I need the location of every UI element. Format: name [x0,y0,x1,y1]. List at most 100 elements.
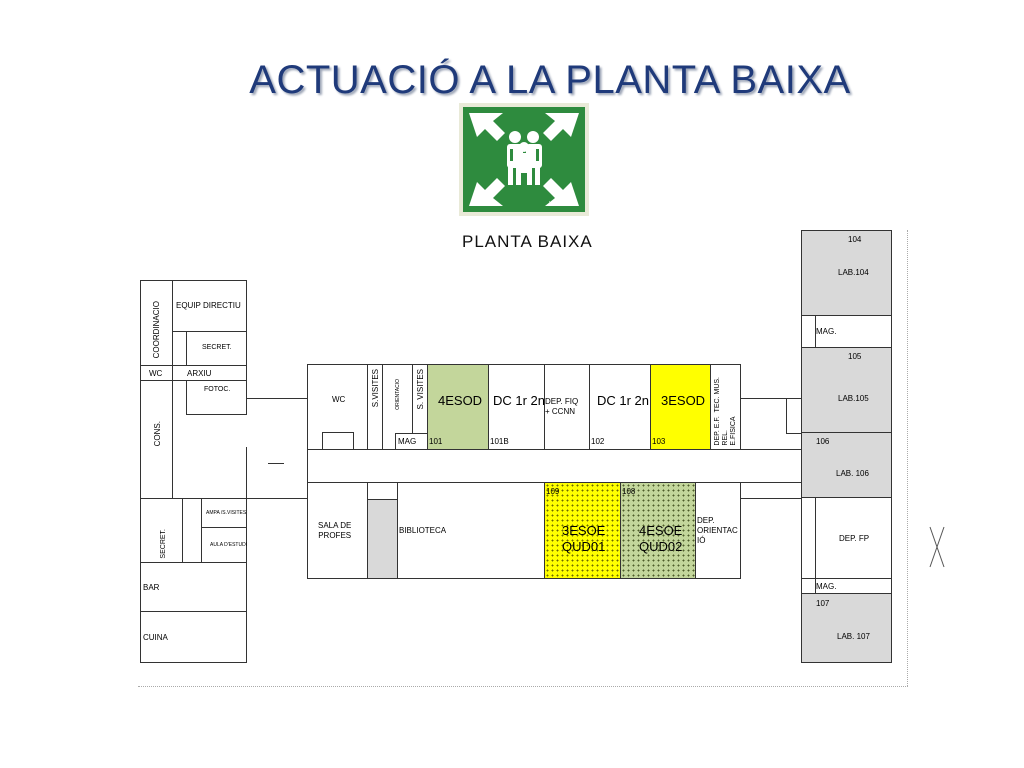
room-lab106: 106 LAB. 106 [801,432,892,498]
room-101-number: 101 [429,437,443,446]
room-dc-1: DC 1r 2n 101B [488,364,545,450]
room-lab105-label: LAB.105 [838,394,869,403]
room-102-number: 102 [591,437,605,446]
room-coordinacio-label: COORDINACIO [152,301,161,359]
room-cons-label: CONS. [153,421,162,447]
door-mark [268,463,284,464]
mag2-wall [815,578,816,594]
room-lab107: 107 LAB. 107 [801,593,892,663]
room-bar-label: BAR [143,583,160,592]
room-ampa: AMPA /S.VISITES [201,498,247,528]
central-corridor [307,449,801,483]
depfp-wall [815,497,816,579]
room-ampa-label: AMPA /S.VISITES [206,510,247,516]
room-wc-center-label: WC [332,395,346,404]
room-biblioteca: BIBLIOTECA [397,482,545,579]
room-104-number: 104 [848,235,862,244]
room-mag-1-label: MAG. [816,327,837,336]
page-title: ACTUACIÓ A LA PLANTA BAIXA [249,58,851,102]
room-dc-1-label: DC 1r 2n [493,393,546,408]
room-101b-number: 101B [490,437,509,446]
left-corridor [140,447,247,499]
room-arxiu: ARXIU [172,365,247,381]
room-biblioteca-label: BIBLIOTECA [399,526,447,535]
room-4esoe: 108 4ESOE QUD02 [620,482,696,579]
room-orientacio-label: ORIENTACIO [395,379,401,410]
plan-boundary-bottom [138,686,908,687]
room-equip-directiu: EQUIP DIRECTIU [172,280,247,332]
room-svisites-1: S.VISITES [367,364,383,450]
room-dep-fp: DEP. FP [801,497,892,579]
connector-top-left [247,398,307,399]
stair-mark-2 [786,433,801,434]
room-bar: BAR [140,562,247,612]
room-mag-2-label: MAG. [816,582,837,591]
left-corridor-wall [172,380,173,498]
room-mag-1: MAG. [801,315,892,348]
room-103-number: 103 [652,437,666,446]
room-fotoc: FOTOC. [186,380,247,415]
room-aula-estudi: AULA D'ESTUDI [201,527,247,563]
room-107-number: 107 [816,599,830,608]
room-secret-top: SECRET. [186,331,247,366]
room-sala-profes: SALA DE PROFES [307,482,368,579]
room-lab104: 104 LAB.104 [801,230,892,316]
room-lab105: 105 LAB.105 [801,347,892,433]
room-cuina: CUINA [140,611,247,663]
room-wc-left-label: WC [149,369,163,378]
assembly-point-sign: Implaseed [459,103,589,216]
room-secret-bottom: SECRET. [140,498,183,563]
room-dep-fiq-label: DEP. FIQ + CCNN [545,397,579,416]
room-svisites-2-label: S. VISITES [416,369,425,410]
room-105-number: 105 [848,352,862,361]
room-stair [367,499,398,579]
room-dep-ef: DEP. E.F. TEC. MUS. REL. E.FISICA [710,364,741,450]
room-lab107-label: LAB. 107 [837,632,870,641]
room-3esod-label: 3ESOD [661,393,706,408]
wc-partition-v1 [322,432,323,450]
room-aula-label: AULA D'ESTUDI [210,542,248,548]
room-dep-fiq: DEP. FIQ + CCNN [544,364,590,450]
room-lab106-label: LAB. 106 [836,469,869,478]
room-dep-ef-label: DEP. E.F. TEC. MUS. REL. E.FISICA [714,377,737,446]
room-svisites-2: S. VISITES [412,364,428,434]
room-dep-orientacio: DEP. ORIENTAC IÓ [695,482,741,579]
room-3esoe: 109 3ESOE QUD01 [544,482,621,579]
sign-brand: Implaseed [549,201,573,207]
assembly-point-icon [469,113,579,206]
room-109-number: 109 [546,487,560,496]
room-wc-center: WC [307,364,368,450]
room-arxiu-label: ARXIU [187,369,212,378]
room-secret-top-label: SECRET. [202,344,232,351]
plan-boundary-right [907,230,908,686]
room-equip-label: EQUIP DIRECTIU [176,301,241,310]
room-4esoe-label: 4ESOE QUD02 [639,523,683,554]
room-108-number: 108 [622,487,636,496]
room-3esoe-label: 3ESOE QUD01 [562,523,606,554]
wc-partition-v2 [353,432,354,450]
wc-partition [322,432,354,433]
room-4esod-label: 4ESOD [438,393,483,408]
room-dep-orientacio-label: DEP. ORIENTAC IÓ [697,516,738,545]
mag1-wall [815,315,816,348]
room-cuina-label: CUINA [143,633,168,642]
room-wc-left: WC [140,365,173,381]
room-3esod: 3ESOD 103 [650,364,711,450]
room-mag-center-label: MAG [398,437,417,446]
room-cons: CONS. [140,380,173,448]
room-dc-2-label: DC 1r 2n [597,393,650,408]
room-fotoc-label: FOTOC. [204,386,231,393]
room-4esod: 4ESOD 101 [427,364,489,450]
room-dc-2: DC 1r 2n 102 [589,364,651,450]
room-sala-label: SALA DE PROFES [318,521,352,540]
cross-mark-icon [929,526,945,568]
connector-bottom-right [741,498,801,499]
room-mag-center: MAG [395,433,428,450]
room-svisites-1-label: S.VISITES [371,369,380,408]
room-dep-fp-label: DEP. FP [839,534,870,543]
room-lab104-label: LAB.104 [838,268,869,277]
stair-mark-1 [786,398,787,434]
room-coordinacio: COORDINACIO [140,280,173,370]
room-106-number: 106 [816,437,830,446]
plan-title: PLANTA BAIXA [462,232,593,251]
